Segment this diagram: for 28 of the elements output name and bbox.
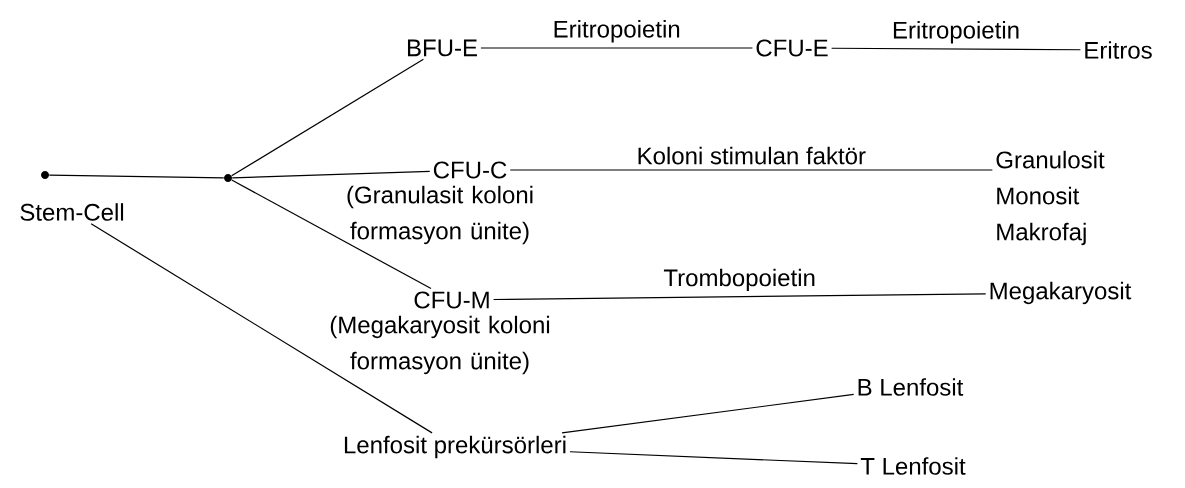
cell-label: CFU-M	[414, 291, 489, 309]
cell-label: Lenfosit prekürsörleri	[344, 435, 566, 459]
description: (Megakaryosit koloni formasyon ünite)	[330, 315, 550, 375]
connector-line	[231, 179, 432, 290]
cell-label: Megakaryosit	[990, 281, 1132, 305]
cell-label: T Lenfosit	[860, 457, 966, 475]
cell-label: Eritros	[1085, 41, 1152, 59]
cell-label: CFU-E	[756, 39, 828, 57]
connector-line	[480, 47, 753, 49]
cell-label: CFU-C	[433, 161, 507, 179]
cell-label: B Lenfosit	[858, 378, 964, 396]
edge-label: Eritropoietin	[890, 19, 1022, 45]
connector-line	[90, 223, 433, 434]
connector-line	[231, 58, 424, 177]
cell-label: BFU-E	[407, 39, 477, 57]
connector-line	[509, 169, 993, 171]
description: (Granulasit koloni formasyon ünite)	[347, 185, 533, 245]
edge-label: Eritropoietin	[551, 18, 683, 44]
cell-label: Stem-Cell	[20, 203, 124, 221]
connector-line	[231, 170, 431, 179]
connector-line	[831, 47, 1081, 51]
connector-line	[561, 393, 855, 434]
connector-line	[569, 451, 858, 465]
connector-line	[493, 293, 987, 301]
cell-list: Granulosit Monosit Makrofaj	[996, 150, 1105, 246]
edge-label: Koloni stimulan faktör	[635, 145, 868, 166]
connector-line	[48, 174, 225, 179]
edge-label: Trombopoietin	[662, 267, 818, 293]
